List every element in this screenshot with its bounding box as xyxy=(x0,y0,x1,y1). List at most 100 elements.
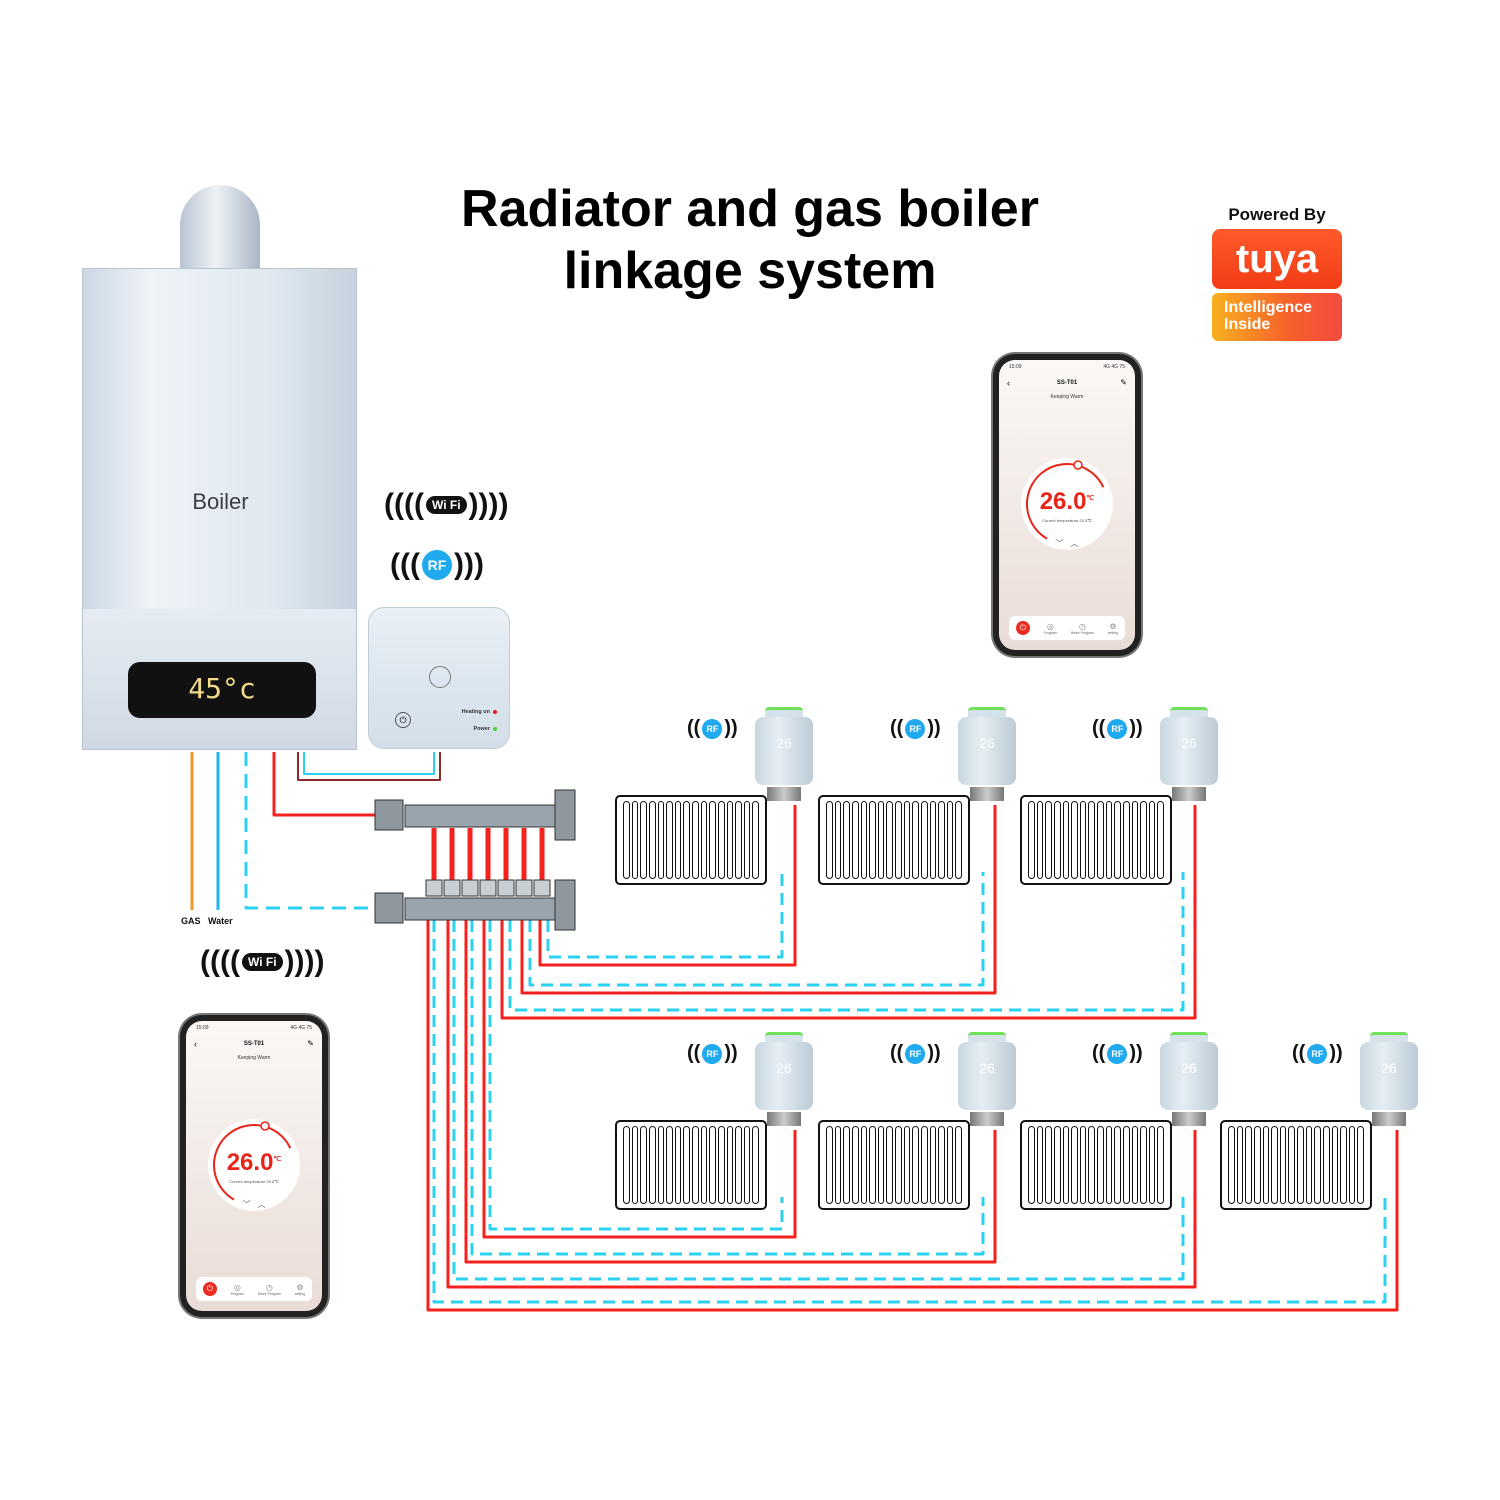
radiator-fin xyxy=(826,1126,833,1204)
valve-nut xyxy=(970,1112,1004,1126)
rf-signal-icon: (((RF))) xyxy=(390,548,484,581)
smart-radiator-valve[interactable]: 26 xyxy=(1360,1032,1418,1126)
tab-program[interactable]: ◎Program xyxy=(1043,621,1058,635)
radiator-fin xyxy=(895,1126,902,1204)
smart-radiator-valve[interactable]: 26 xyxy=(958,1032,1016,1126)
back-button[interactable]: ‹ xyxy=(1007,378,1010,388)
radiator-fin xyxy=(1122,1126,1130,1204)
smart-radiator-valve[interactable]: 26 xyxy=(755,707,813,801)
receiver-button[interactable] xyxy=(429,666,451,688)
valve-led-ring xyxy=(1370,1032,1408,1045)
radiator-fin xyxy=(1071,1126,1078,1204)
wifi-signal-icon: ((((Wi Fi)))) xyxy=(384,488,509,521)
valve-led-ring xyxy=(765,1032,803,1045)
radiator-fin xyxy=(692,801,699,879)
valve-display: 26 xyxy=(979,735,995,751)
boiler-receiver: ⏻ Heating on Power xyxy=(368,607,510,749)
radiator-fin xyxy=(1148,801,1156,879)
increase-button[interactable]: ︿ xyxy=(1070,539,1079,548)
loop-return-3 xyxy=(508,872,1185,1012)
tab-setting[interactable]: ⚙setting xyxy=(1107,621,1119,635)
radiator-fin xyxy=(726,1126,734,1204)
loop-supply-2 xyxy=(520,805,997,995)
valve-led-ring xyxy=(968,1032,1006,1045)
valve-body xyxy=(1360,1042,1418,1110)
radiator-fin xyxy=(920,1126,928,1204)
decrease-button[interactable]: ﹀ xyxy=(242,1200,251,1209)
radiator-fin xyxy=(683,1126,690,1204)
radiator-fin xyxy=(920,801,928,879)
radiator xyxy=(615,1120,767,1210)
valve-display: 26 xyxy=(776,1060,792,1076)
radiator-fin xyxy=(640,1126,647,1204)
rf-signal-icon: ((RF)) xyxy=(687,717,738,739)
loop-return-6 xyxy=(452,920,1185,1281)
radiator-fin xyxy=(912,1126,919,1204)
tab-program[interactable]: ◎Program xyxy=(230,1282,245,1296)
tab-week-program[interactable]: ◷Week Program xyxy=(257,1282,282,1296)
mode-label: Keeping Warm xyxy=(1050,394,1084,400)
radiator-fin xyxy=(752,801,759,879)
set-temperature: 26.0℃ xyxy=(226,1149,282,1176)
radiator-fin xyxy=(1062,801,1070,879)
receiver-cable-2 xyxy=(303,752,435,775)
radiator-fin xyxy=(1045,1126,1052,1204)
radiator-fin xyxy=(648,801,656,879)
decrease-button[interactable]: ﹀ xyxy=(1055,539,1064,548)
boiler-return-pipe xyxy=(244,752,378,910)
smart-radiator-valve[interactable]: 26 xyxy=(958,707,1016,801)
rf-signal-icon: ((RF)) xyxy=(687,1042,738,1064)
smart-radiator-valve[interactable]: 26 xyxy=(1160,1032,1218,1126)
radiator-fin xyxy=(860,1126,868,1204)
radiator-fin xyxy=(834,801,842,879)
radiator-fin xyxy=(735,801,742,879)
radiator-fin xyxy=(1262,1126,1270,1204)
rf-signal-icon: ((RF)) xyxy=(1092,1042,1143,1064)
loop-supply-4 xyxy=(482,920,797,1239)
radiator-fin xyxy=(843,1126,850,1204)
power-icon[interactable]: ⏻ xyxy=(395,712,411,728)
loop-supply-5 xyxy=(464,920,997,1264)
radiator-fin xyxy=(1114,801,1121,879)
edit-icon[interactable]: ✎ xyxy=(1120,378,1127,387)
boiler-label: Boiler xyxy=(192,489,249,514)
valve-nut xyxy=(767,787,801,801)
valve-display: 26 xyxy=(1181,735,1197,751)
loop-return-7 xyxy=(432,920,1387,1304)
tab-power[interactable]: ⏻ xyxy=(1015,621,1030,635)
valve-display: 26 xyxy=(979,1060,995,1076)
loop-supply-1 xyxy=(538,805,797,967)
radiator-fin xyxy=(1314,1126,1321,1204)
radiator-fin xyxy=(869,1126,876,1204)
radiator-fin xyxy=(1157,801,1164,879)
app-tab-bar: ⏻ ◎Program ◷Week Program ⚙setting xyxy=(196,1277,312,1301)
tab-setting[interactable]: ⚙setting xyxy=(294,1282,306,1296)
smart-radiator-valve[interactable]: 26 xyxy=(755,1032,813,1126)
radiator-fin xyxy=(860,801,868,879)
radiator-fin xyxy=(1053,801,1061,879)
radiator-fin xyxy=(1236,1126,1244,1204)
tab-week-program[interactable]: ◷Week Program xyxy=(1070,621,1095,635)
smart-radiator-valve[interactable]: 26 xyxy=(1160,707,1218,801)
radiator-fin xyxy=(1157,1126,1164,1204)
back-button[interactable]: ‹ xyxy=(194,1039,197,1049)
radiator-fin xyxy=(1228,1126,1235,1204)
tab-power[interactable]: ⏻ xyxy=(202,1282,217,1296)
radiator-fin xyxy=(1028,1126,1035,1204)
rf-signal-icon: ((RF)) xyxy=(1292,1042,1343,1064)
edit-icon[interactable]: ✎ xyxy=(307,1039,314,1048)
radiator-fin xyxy=(1088,1126,1095,1204)
radiator-fin xyxy=(1088,801,1095,879)
radiator-fin xyxy=(1140,1126,1147,1204)
radiator-fin xyxy=(903,801,911,879)
radiator-fin xyxy=(666,1126,673,1204)
radiator-fin xyxy=(631,1126,639,1204)
increase-button[interactable]: ︿ xyxy=(257,1200,266,1209)
radiator-fin xyxy=(946,1126,954,1204)
temperature-dial[interactable] xyxy=(208,1119,300,1211)
boiler-temperature: 45°c xyxy=(188,672,256,705)
temperature-dial[interactable] xyxy=(1021,458,1113,550)
